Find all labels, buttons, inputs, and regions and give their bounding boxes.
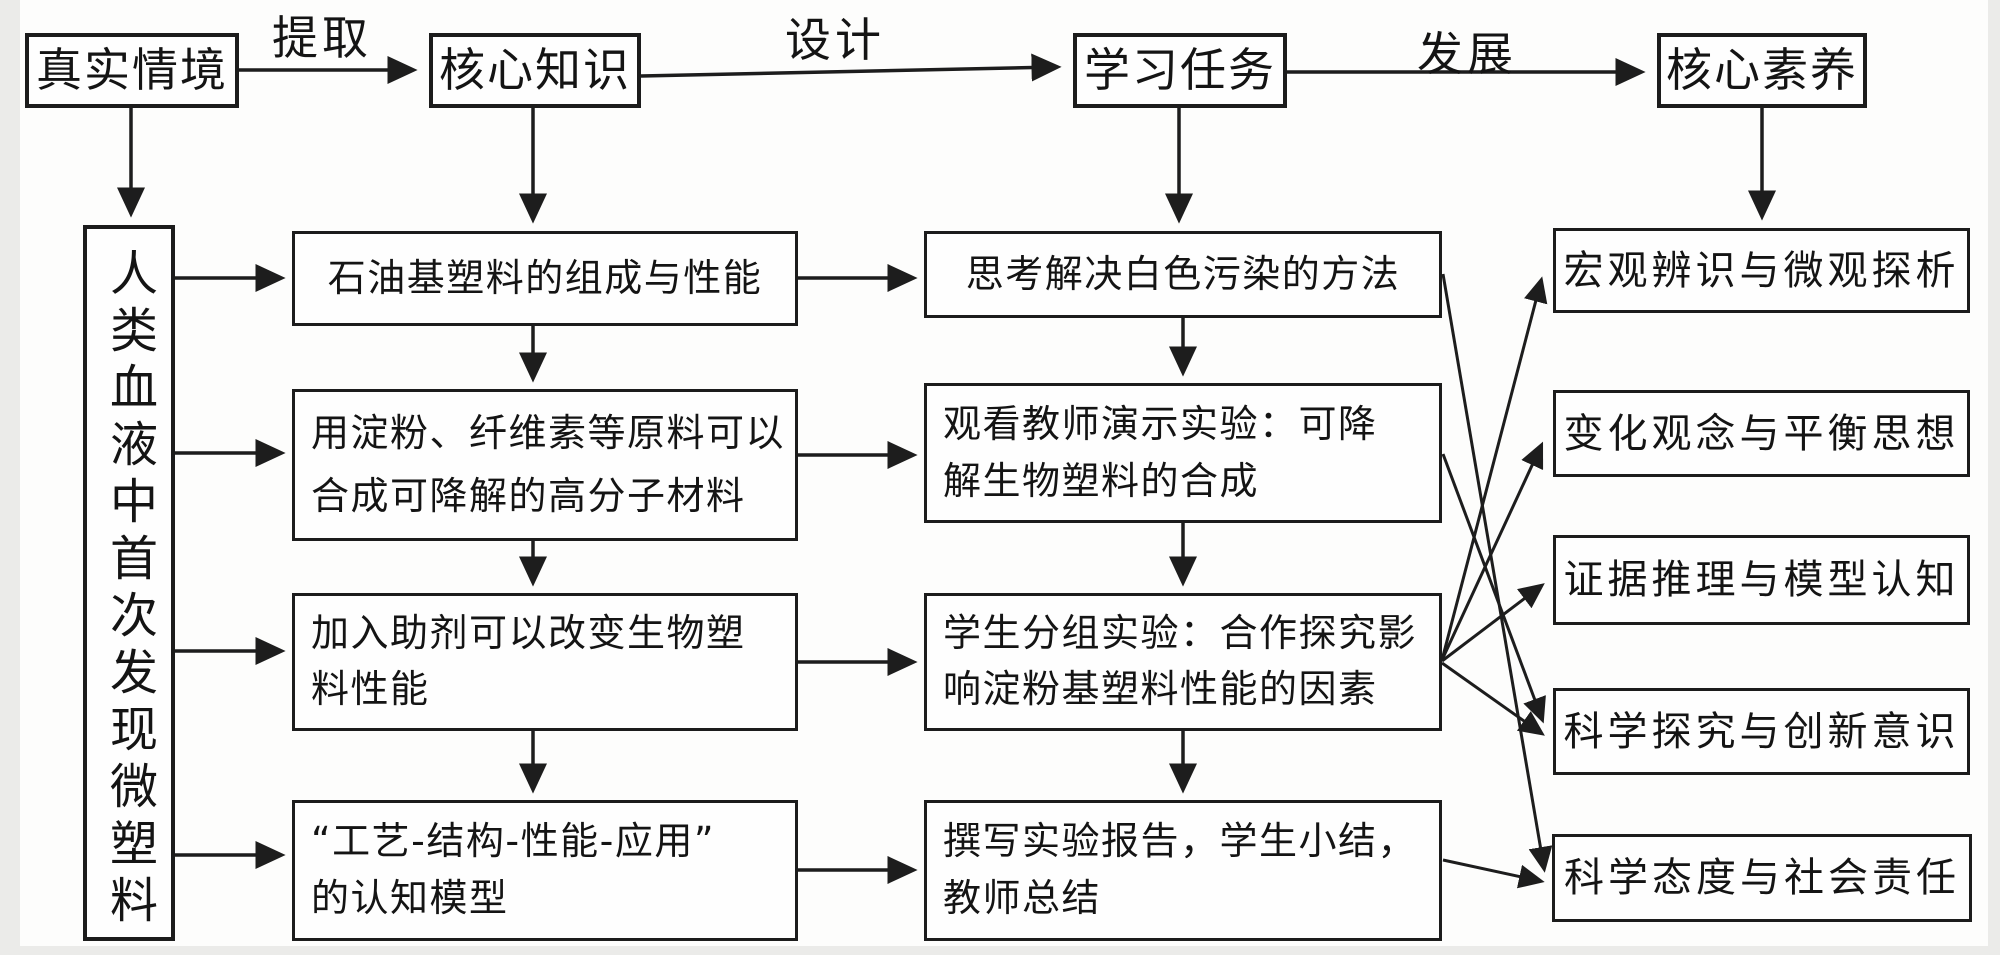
knowledge-box-2-line-2: 合成可降解的高分子材料 bbox=[311, 473, 746, 518]
arrow-knowledge-to-task bbox=[640, 53, 1062, 82]
node-learning-task-label: 学习任务 bbox=[1084, 43, 1276, 98]
node-learning-task: 学习任务 bbox=[1073, 33, 1287, 108]
arrow-t3-to-l1 bbox=[1440, 276, 1548, 661]
node-core-knowledge-label: 核心知识 bbox=[439, 43, 631, 98]
knowledge-box-4-line-2: 的认知模型 bbox=[311, 876, 509, 921]
knowledge-box-2: 用淀粉、纤维素等原料可以 合成可降解的高分子材料 bbox=[292, 389, 798, 541]
node-core-literacy-label: 核心素养 bbox=[1666, 43, 1858, 98]
node-real-situation-label: 真实情境 bbox=[36, 43, 228, 98]
arrow-t1-to-l5 bbox=[1441, 273, 1553, 873]
node-core-knowledge: 核心知识 bbox=[429, 33, 641, 108]
page-margin-left bbox=[0, 0, 20, 955]
edge-label-develop: 发展 bbox=[1417, 27, 1517, 81]
arrow-t2-to-l4 bbox=[1441, 453, 1546, 724]
page-margin-right bbox=[1988, 0, 2000, 955]
knowledge-box-3-line-1: 加入助剂可以改变生物塑 bbox=[311, 611, 746, 656]
edge-label-extract: 提取 bbox=[272, 11, 372, 65]
task-box-2-line-1: 观看教师演示实验：可降 bbox=[943, 401, 1378, 446]
literacy-box-3-text: 证据推理与模型认知 bbox=[1563, 557, 1960, 603]
literacy-box-4: 科学探究与创新意识 bbox=[1553, 688, 1970, 775]
knowledge-box-1-text: 石油基塑料的组成与性能 bbox=[327, 255, 763, 300]
task-box-1-text: 思考解决白色污染的方法 bbox=[965, 251, 1401, 296]
page-margin-bottom bbox=[0, 946, 2000, 955]
literacy-box-1-text: 宏观辨识与微观探析 bbox=[1563, 247, 1960, 294]
task-box-3-line-1: 学生分组实验：合作探究影 bbox=[943, 611, 1418, 656]
task-box-3-line-2: 响淀粉基塑料性能的因素 bbox=[943, 667, 1378, 712]
arrow-t4-to-l5 bbox=[1442, 858, 1545, 889]
arrow-t3-to-l4 bbox=[1441, 661, 1545, 736]
task-box-3: 学生分组实验：合作探究影 响淀粉基塑料性能的因素 bbox=[924, 593, 1442, 731]
knowledge-box-1: 石油基塑料的组成与性能 bbox=[292, 231, 798, 326]
knowledge-box-3: 加入助剂可以改变生物塑 料性能 bbox=[292, 593, 798, 731]
literacy-box-5-text: 科学态度与社会责任 bbox=[1564, 855, 1960, 901]
literacy-box-1: 宏观辨识与微观探析 bbox=[1553, 228, 1970, 313]
literacy-box-3: 证据推理与模型认知 bbox=[1553, 535, 1970, 625]
task-box-4-line-2: 教师总结 bbox=[943, 876, 1102, 921]
context-box: 人类血液中首次发现微塑料 bbox=[83, 225, 175, 941]
node-core-literacy: 核心素养 bbox=[1657, 33, 1867, 108]
task-box-4: 撰写实验报告，学生小结， 教师总结 bbox=[924, 800, 1442, 941]
knowledge-box-3-line-2: 料性能 bbox=[311, 667, 430, 712]
task-box-4-line-1: 撰写实验报告，学生小结， bbox=[943, 818, 1418, 863]
literacy-box-4-text: 科学探究与创新意识 bbox=[1563, 708, 1960, 755]
knowledge-box-2-line-1: 用淀粉、纤维素等原料可以 bbox=[311, 410, 786, 455]
node-real-situation: 真实情境 bbox=[25, 33, 239, 108]
arrow-t3-to-l3 bbox=[1441, 583, 1545, 663]
literacy-box-2-text: 变化观念与平衡思想 bbox=[1563, 410, 1960, 457]
knowledge-box-4-line-1: “工艺-结构-性能-应用” bbox=[311, 818, 716, 863]
task-box-2-line-2: 解生物塑料的合成 bbox=[943, 458, 1260, 503]
knowledge-box-4: “工艺-结构-性能-应用” 的认知模型 bbox=[292, 800, 798, 941]
arrow-t3-to-l2 bbox=[1440, 441, 1544, 661]
task-box-2: 观看教师演示实验：可降 解生物塑料的合成 bbox=[924, 383, 1442, 523]
task-box-1: 思考解决白色污染的方法 bbox=[924, 231, 1442, 318]
literacy-box-5: 科学态度与社会责任 bbox=[1552, 834, 1972, 922]
edge-label-design: 设计 bbox=[785, 13, 885, 67]
context-box-label: 人类血液中首次发现微塑料 bbox=[101, 248, 157, 932]
literacy-box-2: 变化观念与平衡思想 bbox=[1553, 390, 1970, 477]
